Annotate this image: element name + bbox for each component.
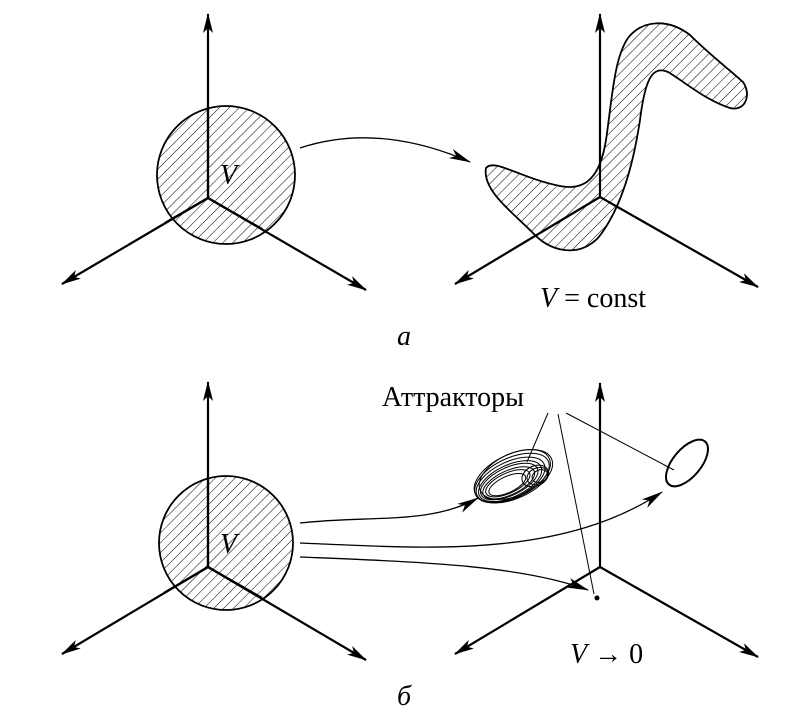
pointer-line-cycle [565, 412, 675, 471]
fixed-point-attractor [594, 595, 600, 601]
pointer-line-strange [526, 412, 549, 463]
evolution-arrow-a [299, 137, 471, 163]
limit-cycle-attractor [665, 438, 709, 488]
attractors-label: Аттракторы [382, 382, 524, 413]
trajectory-to-fixed-point [299, 556, 589, 591]
initial-volume-sphere [156, 105, 296, 245]
panel-a: V V = const a [61, 13, 759, 352]
caption-a: a [397, 321, 411, 352]
pointer-line-point [557, 413, 595, 595]
volume-label-a: V [220, 160, 240, 191]
trajectory-to-limit-cycle [299, 491, 663, 548]
panel-b: V Аттракто [61, 381, 759, 712]
deformed-volume [484, 22, 748, 252]
y-axis [599, 196, 759, 288]
volume-label-b: V [220, 529, 240, 560]
y-axis [599, 566, 759, 658]
strange-attractor [473, 449, 554, 504]
caption-b: б [397, 681, 412, 712]
const-label: V = const [540, 283, 646, 314]
trajectory-to-strange-attractor [299, 497, 479, 524]
v-to-zero-label: V → 0 [570, 639, 643, 670]
